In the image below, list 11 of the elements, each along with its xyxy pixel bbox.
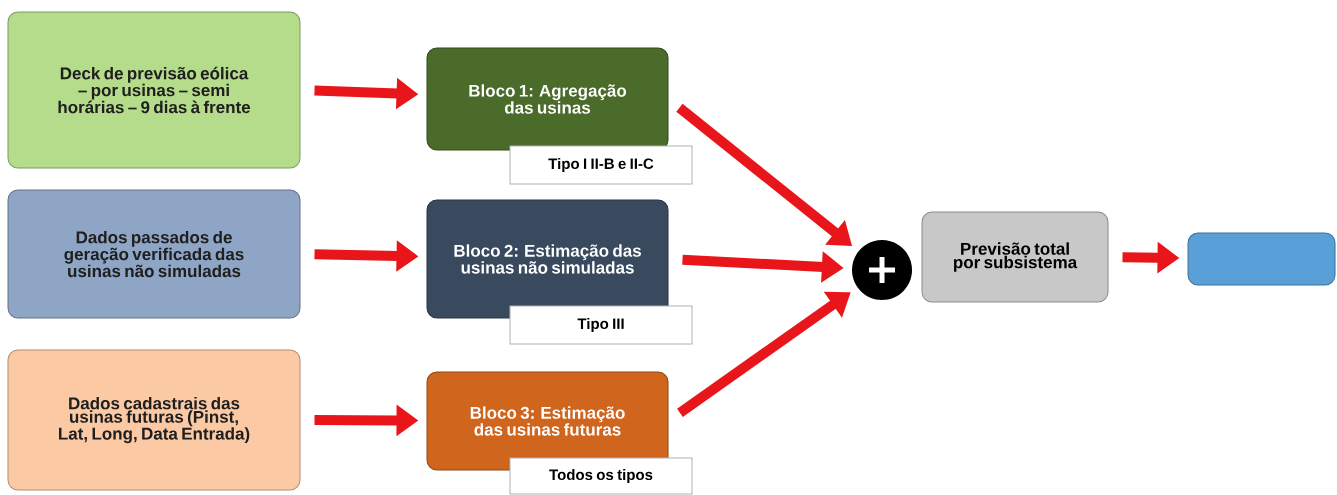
input-box: Deck de previsão eólica – por usinas – semi horárias – 9 dias à frente	[7, 11, 301, 169]
type-tag: Todos os tipos	[509, 457, 693, 495]
sum-circle	[852, 240, 912, 300]
type-tag: Tipo I II-B e II-C	[509, 145, 693, 185]
target-box	[1187, 232, 1336, 286]
process-box: Bloco 1: Agregação das usinas	[426, 47, 669, 151]
process-box: Bloco 2: Estimação das usinas não simuladas	[426, 199, 669, 319]
input-box: Dados passados de geração verificada das usinas não simuladas	[7, 189, 301, 319]
type-tag: Tipo III	[509, 305, 693, 345]
input-box: Dados cadastrais das usinas futuras (Pinst, Lat, Long, Data Entrada)	[7, 349, 301, 491]
output-box: Previsão total por subsistema	[921, 211, 1109, 303]
